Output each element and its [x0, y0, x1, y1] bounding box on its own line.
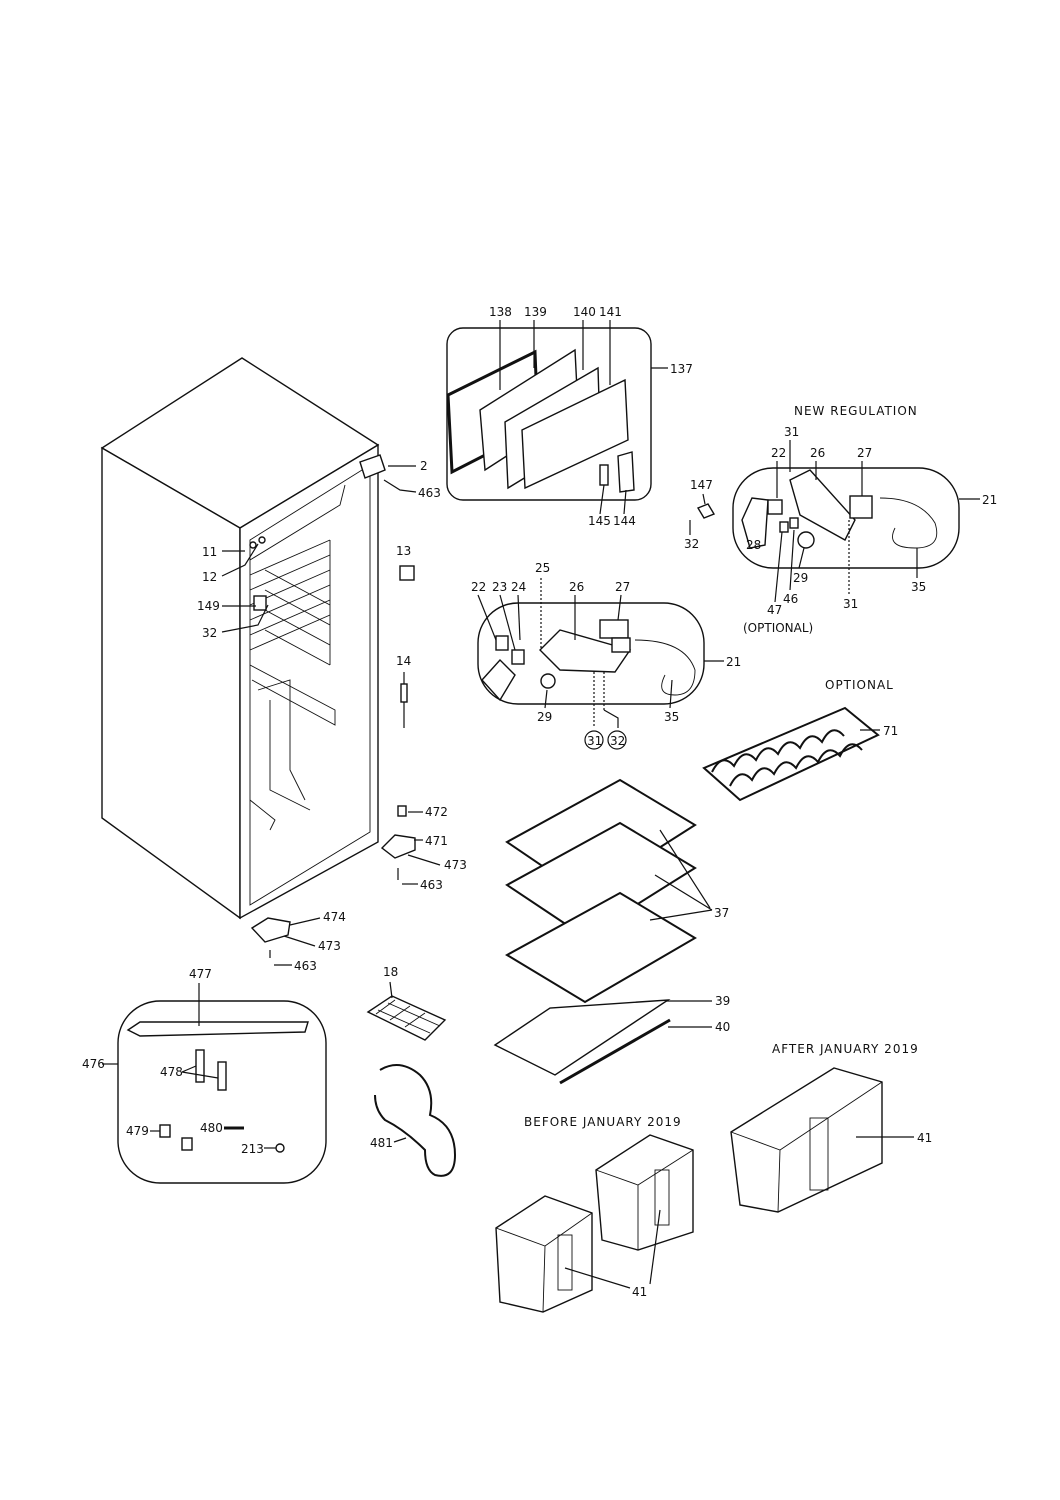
label-11: 11 [202, 545, 217, 559]
door-bin-after-2019 [730, 1067, 883, 1213]
label-24: 24 [511, 580, 526, 594]
label-213: 213 [241, 1142, 264, 1156]
label-13: 13 [396, 544, 411, 558]
glass-shelves [493, 778, 697, 1085]
label-41-after: 41 [917, 1131, 932, 1145]
optional-heading: OPTIONAL [825, 678, 894, 692]
new-regulation-heading: NEW REGULATION [794, 404, 918, 418]
label-22: 22 [771, 446, 786, 460]
label-21: 21 [982, 493, 997, 507]
label-479: 479 [126, 1124, 149, 1138]
label-481: 481 [370, 1136, 393, 1150]
label-12: 12 [202, 570, 217, 584]
label-46: 46 [783, 592, 798, 606]
regulation-group [477, 602, 705, 705]
label-35-b: 35 [664, 710, 679, 724]
part-479 [159, 1124, 171, 1138]
label-29: 29 [793, 571, 808, 585]
fridge-cabinet [100, 357, 380, 920]
ice-tray [366, 995, 447, 1041]
part-13 [399, 565, 415, 581]
label-471: 471 [425, 834, 448, 848]
label-27-b: 27 [615, 580, 630, 594]
door-assembly-group [446, 327, 652, 501]
label-27: 27 [857, 446, 872, 460]
label-140: 140 [573, 305, 596, 319]
before-january-2019-heading: BEFORE JANUARY 2019 [524, 1115, 682, 1129]
new-regulation-group [732, 467, 960, 569]
label-18: 18 [383, 965, 398, 979]
label-14: 14 [396, 654, 411, 668]
label-40: 40 [715, 1020, 730, 1034]
label-141: 141 [599, 305, 622, 319]
label-31-b: 31 [843, 597, 858, 611]
label-138: 138 [489, 305, 512, 319]
label-2: 2 [420, 459, 428, 473]
label-144: 144 [613, 514, 636, 528]
part-477 [126, 1021, 309, 1037]
label-463-c: 463 [294, 959, 317, 973]
label-26: 26 [810, 446, 825, 460]
cable-481 [374, 1064, 457, 1177]
label-28: 28 [746, 538, 761, 552]
label-31: 31 [784, 425, 799, 439]
label-480: 480 [200, 1121, 223, 1135]
label-39: 39 [715, 994, 730, 1008]
part-147 [696, 503, 716, 519]
label-476: 476 [82, 1057, 105, 1071]
label-463: 463 [418, 486, 441, 500]
door-bin-before-2019-b [495, 1195, 593, 1313]
label-139: 139 [524, 305, 547, 319]
door-parts [446, 348, 635, 493]
label-149: 149 [197, 599, 220, 613]
label-47: 47 [767, 603, 782, 617]
label-25: 25 [535, 561, 550, 575]
label-473: 473 [444, 858, 467, 872]
label-478: 478 [160, 1065, 183, 1079]
after-january-2019-heading: AFTER JANUARY 2019 [772, 1042, 919, 1056]
label-23: 23 [492, 580, 507, 594]
label-29-b: 29 [537, 710, 552, 724]
label-32-c: 32 [610, 734, 625, 748]
label-37: 37 [714, 906, 729, 920]
label-137: 137 [670, 362, 693, 376]
label-147: 147 [690, 478, 713, 492]
label-474: 474 [323, 910, 346, 924]
label-21-b: 21 [726, 655, 741, 669]
label-32-b: 32 [684, 537, 699, 551]
new-regulation-parts [741, 469, 938, 549]
label-26-b: 26 [569, 580, 584, 594]
part-471 [380, 834, 416, 859]
label-472: 472 [425, 805, 448, 819]
part-474 [250, 917, 291, 943]
label-463-b: 463 [420, 878, 443, 892]
regulation-parts [481, 619, 696, 702]
top-hinge [359, 454, 386, 479]
door-bin-before-2019-a [595, 1134, 694, 1251]
part-478 [195, 1049, 205, 1083]
label-22-b: 22 [471, 580, 486, 594]
label-473-b: 473 [318, 939, 341, 953]
light-switch [253, 595, 267, 611]
label-31-c: 31 [587, 734, 602, 748]
label-35: 35 [911, 580, 926, 594]
label-477: 477 [189, 967, 212, 981]
label-optional-paren: (OPTIONAL) [743, 621, 813, 635]
kit-group [117, 1000, 327, 1184]
label-145: 145 [588, 514, 611, 528]
label-32: 32 [202, 626, 217, 640]
label-41-before: 41 [632, 1285, 647, 1299]
part-472 [397, 805, 407, 817]
label-71: 71 [883, 724, 898, 738]
wine-rack [702, 706, 880, 802]
part-213 [275, 1143, 285, 1153]
